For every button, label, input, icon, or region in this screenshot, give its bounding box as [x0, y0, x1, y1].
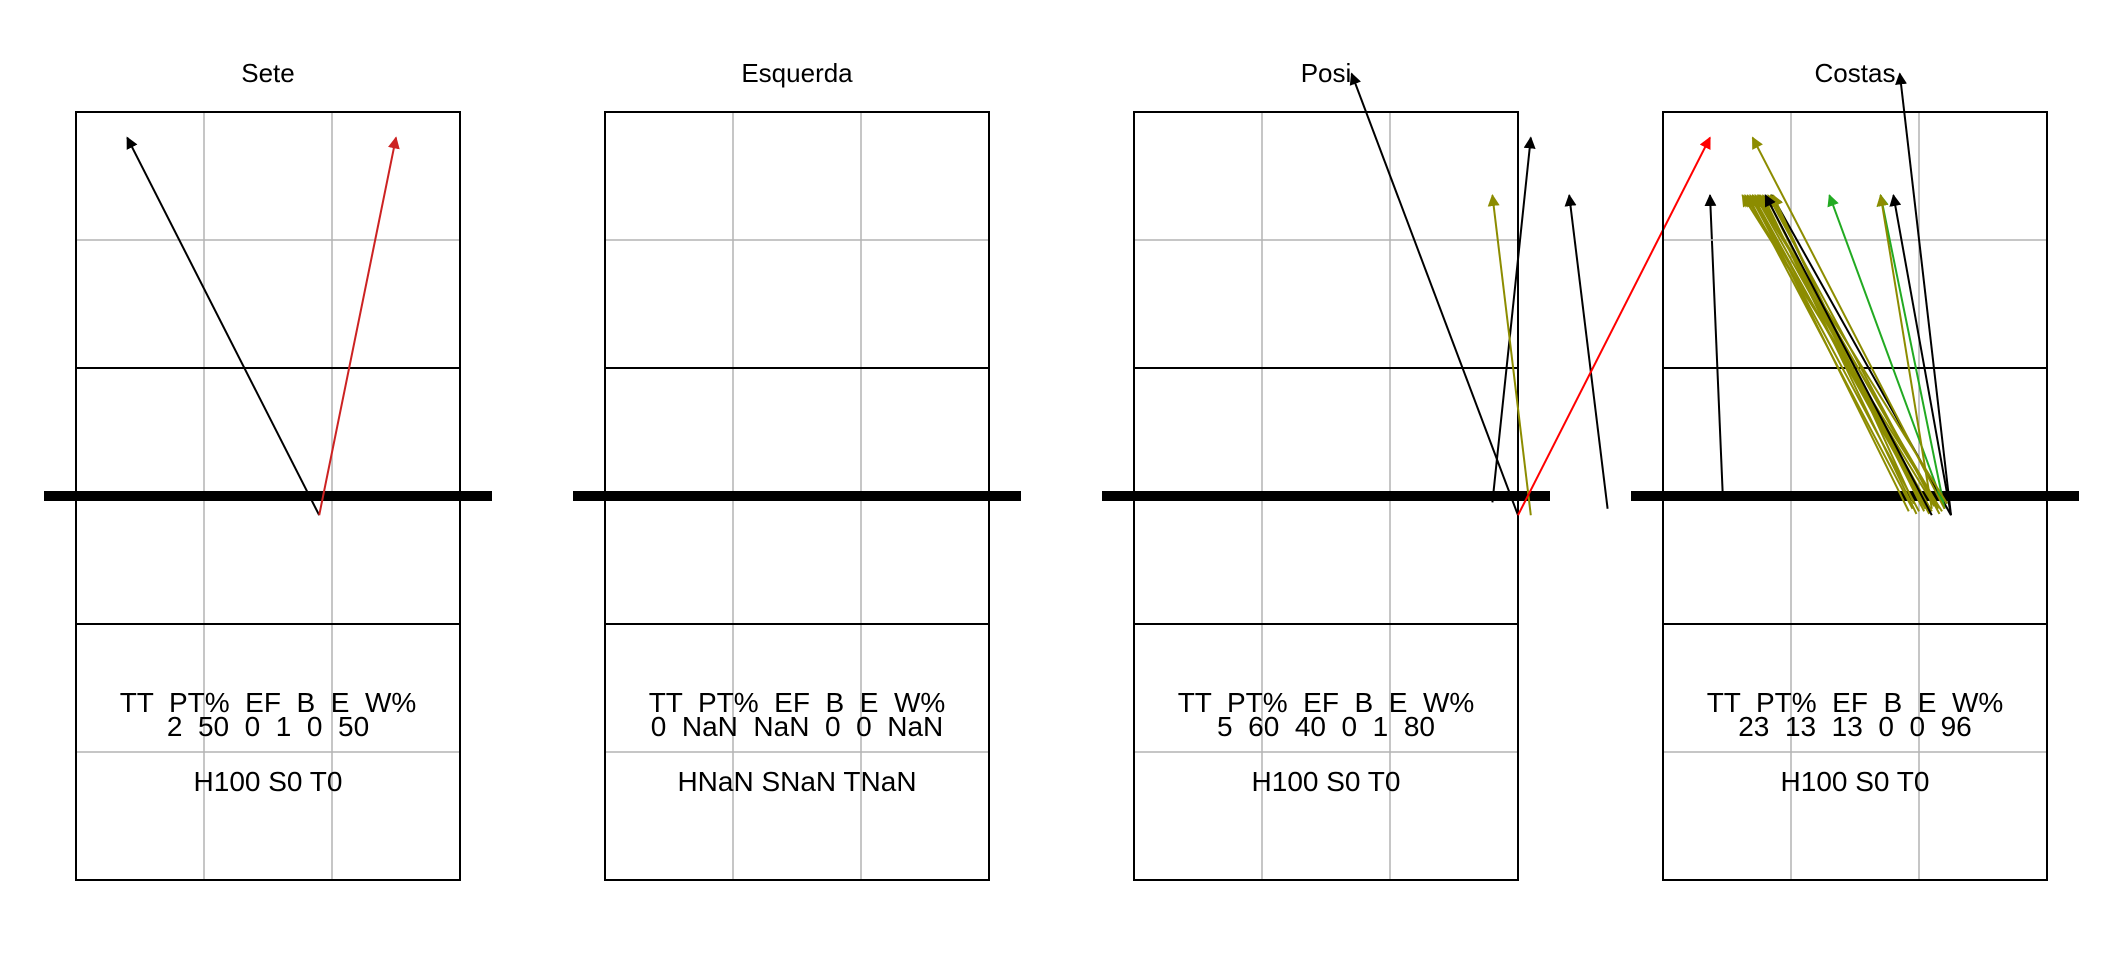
attack-arrow-black [1764, 194, 1933, 516]
hst-esquerda: HNaN SNaN TNaN [677, 766, 917, 797]
stats-values-costas: 23 13 13 0 0 96 [1738, 711, 1972, 742]
court-panel-esquerda [573, 111, 1021, 881]
hst-posi: H100 S0 T0 [1251, 766, 1401, 797]
attack-arrow-darkred [318, 136, 400, 516]
attack-arrow-black [1704, 194, 1724, 497]
stats-header-posi: TT PT% EF B E W% [1177, 687, 1475, 718]
court-panel-sete [44, 111, 492, 881]
attack-arrow-black [126, 136, 321, 516]
attack-arrow-black [1895, 72, 1952, 516]
attack-arrow-olive [1751, 194, 1910, 512]
court-panel-posi [1102, 72, 1724, 881]
attack-arrow-black [1349, 72, 1519, 516]
stats-header-esquerda: TT PT% EF B E W% [648, 687, 946, 718]
stats-values-esquerda: 0 NaN NaN 0 0 NaN [650, 711, 944, 742]
stats-values-sete: 2 50 0 1 0 50 [166, 711, 370, 742]
hst-sete: H100 S0 T0 [193, 766, 343, 797]
panel-title-costas: Costas [1814, 58, 1896, 88]
panel-title-sete: Sete [241, 58, 295, 88]
panel-title-esquerda: Esquerda [741, 58, 853, 88]
attack-arrow-green [1827, 194, 1946, 510]
attack-arrow-olive [1749, 194, 1928, 505]
attack-arrow-black [1564, 194, 1609, 509]
attack-arrow-olive [1487, 194, 1532, 516]
stats-header-sete: TT PT% EF B E W% [119, 687, 417, 718]
panel-title-posi: Posi [1300, 58, 1352, 88]
attack-arrow-red [1517, 136, 1711, 516]
attack-arrow-olive [1772, 194, 1915, 505]
attack-arrow-black [1491, 136, 1536, 503]
attack-arrow-green [1876, 194, 1946, 509]
stats-header-costas: TT PT% EF B E W% [1706, 687, 2004, 718]
stats-values-posi: 5 60 40 0 1 80 [1217, 711, 1435, 742]
attack-arrow-black [1889, 194, 1952, 516]
court-panel-costas [1631, 72, 2079, 881]
attack-arrow-olive [1876, 194, 1933, 509]
hst-costas: H100 S0 T0 [1780, 766, 1930, 797]
